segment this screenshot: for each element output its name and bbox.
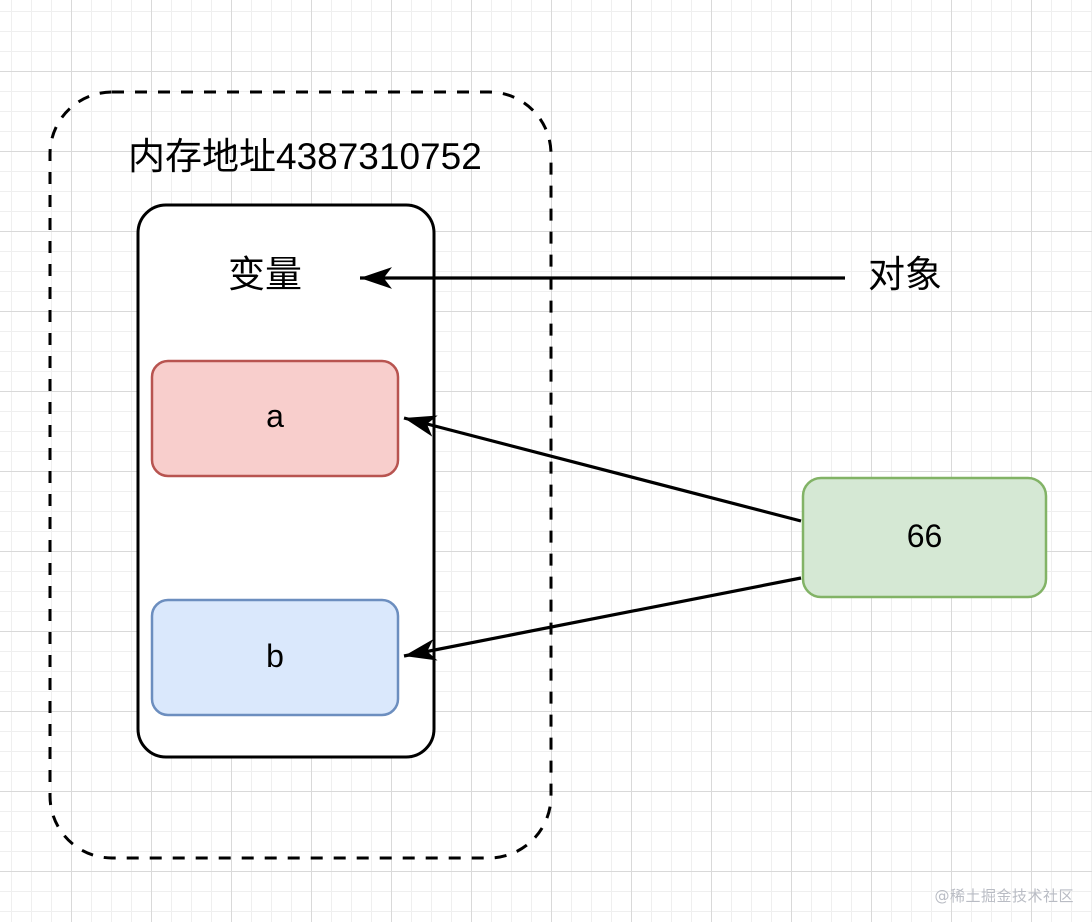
object-label: 对象 — [868, 254, 942, 295]
variable-box-b[interactable] — [150, 598, 400, 717]
variable-box-a-label: a — [266, 398, 284, 434]
arrow-value-to-box-a — [403, 415, 802, 523]
variable-box-a[interactable] — [150, 359, 400, 478]
memory-address-label: 内存地址4387310752 — [128, 136, 482, 177]
memory-block-container — [48, 90, 553, 860]
value-object-box[interactable] — [801, 476, 1048, 599]
arrow-value-to-box-b — [403, 576, 802, 661]
value-object-label: 66 — [906, 518, 943, 554]
variable-label: 变量 — [228, 254, 302, 295]
watermark: @稀土掘金技术社区 — [934, 887, 1074, 905]
variable-box-b-label: b — [266, 638, 284, 674]
